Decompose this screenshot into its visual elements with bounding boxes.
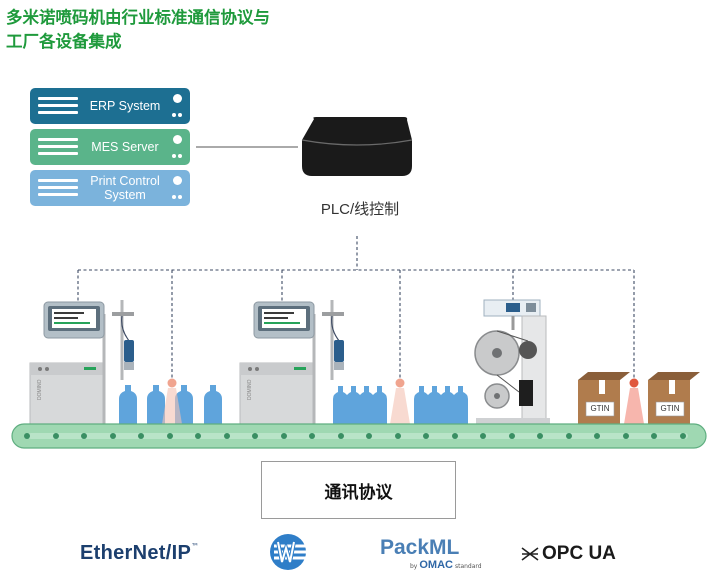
server-lines-icon xyxy=(38,97,78,118)
packml-text: PackML xyxy=(380,536,460,559)
conveyor-roller xyxy=(451,433,458,439)
server-lines-icon xyxy=(38,179,78,200)
conveyor-roller xyxy=(679,433,686,439)
ethernet-ip-trademark: ™ xyxy=(191,542,200,551)
erp-system-server: ERP System xyxy=(30,88,190,124)
bottles-group-1 xyxy=(119,385,222,424)
gtin-label-2: GTIN xyxy=(660,404,680,413)
conveyor-roller xyxy=(280,433,287,439)
conveyor-roller xyxy=(109,433,116,439)
scanner-sensor-2-icon xyxy=(390,378,410,424)
conveyor-roller xyxy=(252,433,258,439)
status-lights-icon xyxy=(168,176,182,200)
conveyor-roller xyxy=(423,433,429,439)
conveyor-roller xyxy=(651,433,657,439)
plc-label: PLC/线控制 xyxy=(320,201,400,218)
plc-device-icon xyxy=(301,117,413,176)
conveyor-roller xyxy=(24,433,30,439)
server-lines-icon xyxy=(38,138,78,159)
mes-server: MES Server xyxy=(30,129,190,165)
title-line-1: 多米诺喷码机由行业标准通信协议与 xyxy=(6,8,270,27)
conveyor-roller xyxy=(565,433,572,439)
packml-subtext: by OMAC standard xyxy=(410,559,482,571)
conveyor-belt xyxy=(11,423,707,449)
carton-box-2 xyxy=(648,372,700,424)
conveyor-roller xyxy=(394,433,401,439)
network-dashed-lines xyxy=(77,236,635,382)
conveyor-roller xyxy=(195,433,201,439)
erp-system-label: ERP System xyxy=(89,99,161,113)
opc-ua-logo: OPC UA xyxy=(520,539,616,569)
bottles-group-2 xyxy=(333,386,468,424)
packml-omac: OMAC xyxy=(419,559,453,571)
title-line-2: 工厂各设备集成 xyxy=(6,32,122,51)
conveyor-roller xyxy=(138,433,144,439)
conveyor-roller xyxy=(166,433,173,439)
opc-ua-text: OPC UA xyxy=(542,543,616,564)
conveyor-roller xyxy=(337,433,344,439)
conveyor-roller xyxy=(52,433,59,439)
conveyor-roller xyxy=(309,433,315,439)
conveyor-roller xyxy=(594,433,600,439)
packml-standard: standard xyxy=(454,563,482,570)
inkjet-printer-2: DOMINO xyxy=(239,300,344,425)
opc-ua-mark-icon xyxy=(521,547,539,561)
conveyor-roller xyxy=(622,433,629,439)
svg-text:DOMINO: DOMINO xyxy=(37,379,43,400)
inkjet-printer-1: DOMINO xyxy=(29,300,134,425)
status-lights-icon xyxy=(168,94,182,118)
communication-protocol-box: 通讯协议 xyxy=(261,461,456,519)
packml-by: by xyxy=(410,563,418,570)
conveyor-roller xyxy=(81,433,87,439)
ethernet-ip-text: EtherNet/IP xyxy=(80,541,192,564)
scanner-sensor-3-icon xyxy=(624,378,644,424)
gtin-label-1: GTIN xyxy=(590,404,610,413)
conveyor-roller xyxy=(508,433,515,439)
conveyor-roller xyxy=(366,433,372,439)
mes-server-label: MES Server xyxy=(91,140,159,154)
status-lights-icon xyxy=(168,135,182,159)
packml-logo: PackML by OMAC standard xyxy=(380,536,490,576)
conveyor-roller xyxy=(537,433,543,439)
conveyor-roller xyxy=(480,433,486,439)
svg-text:DOMINO: DOMINO xyxy=(247,379,253,400)
ethernet-ip-logo: EtherNet/IP ™ xyxy=(80,538,199,568)
scanner-sensor-1-icon xyxy=(162,378,182,424)
communication-protocol-label: 通讯协议 xyxy=(324,482,393,503)
labeller-machine xyxy=(474,299,550,424)
diagram-title: 多米诺喷码机由行业标准通信协议与 工厂各设备集成 xyxy=(6,6,366,54)
conveyor-roller xyxy=(223,433,230,439)
wsp-protocol-logo-icon xyxy=(270,534,306,570)
carton-box-1 xyxy=(578,372,630,424)
